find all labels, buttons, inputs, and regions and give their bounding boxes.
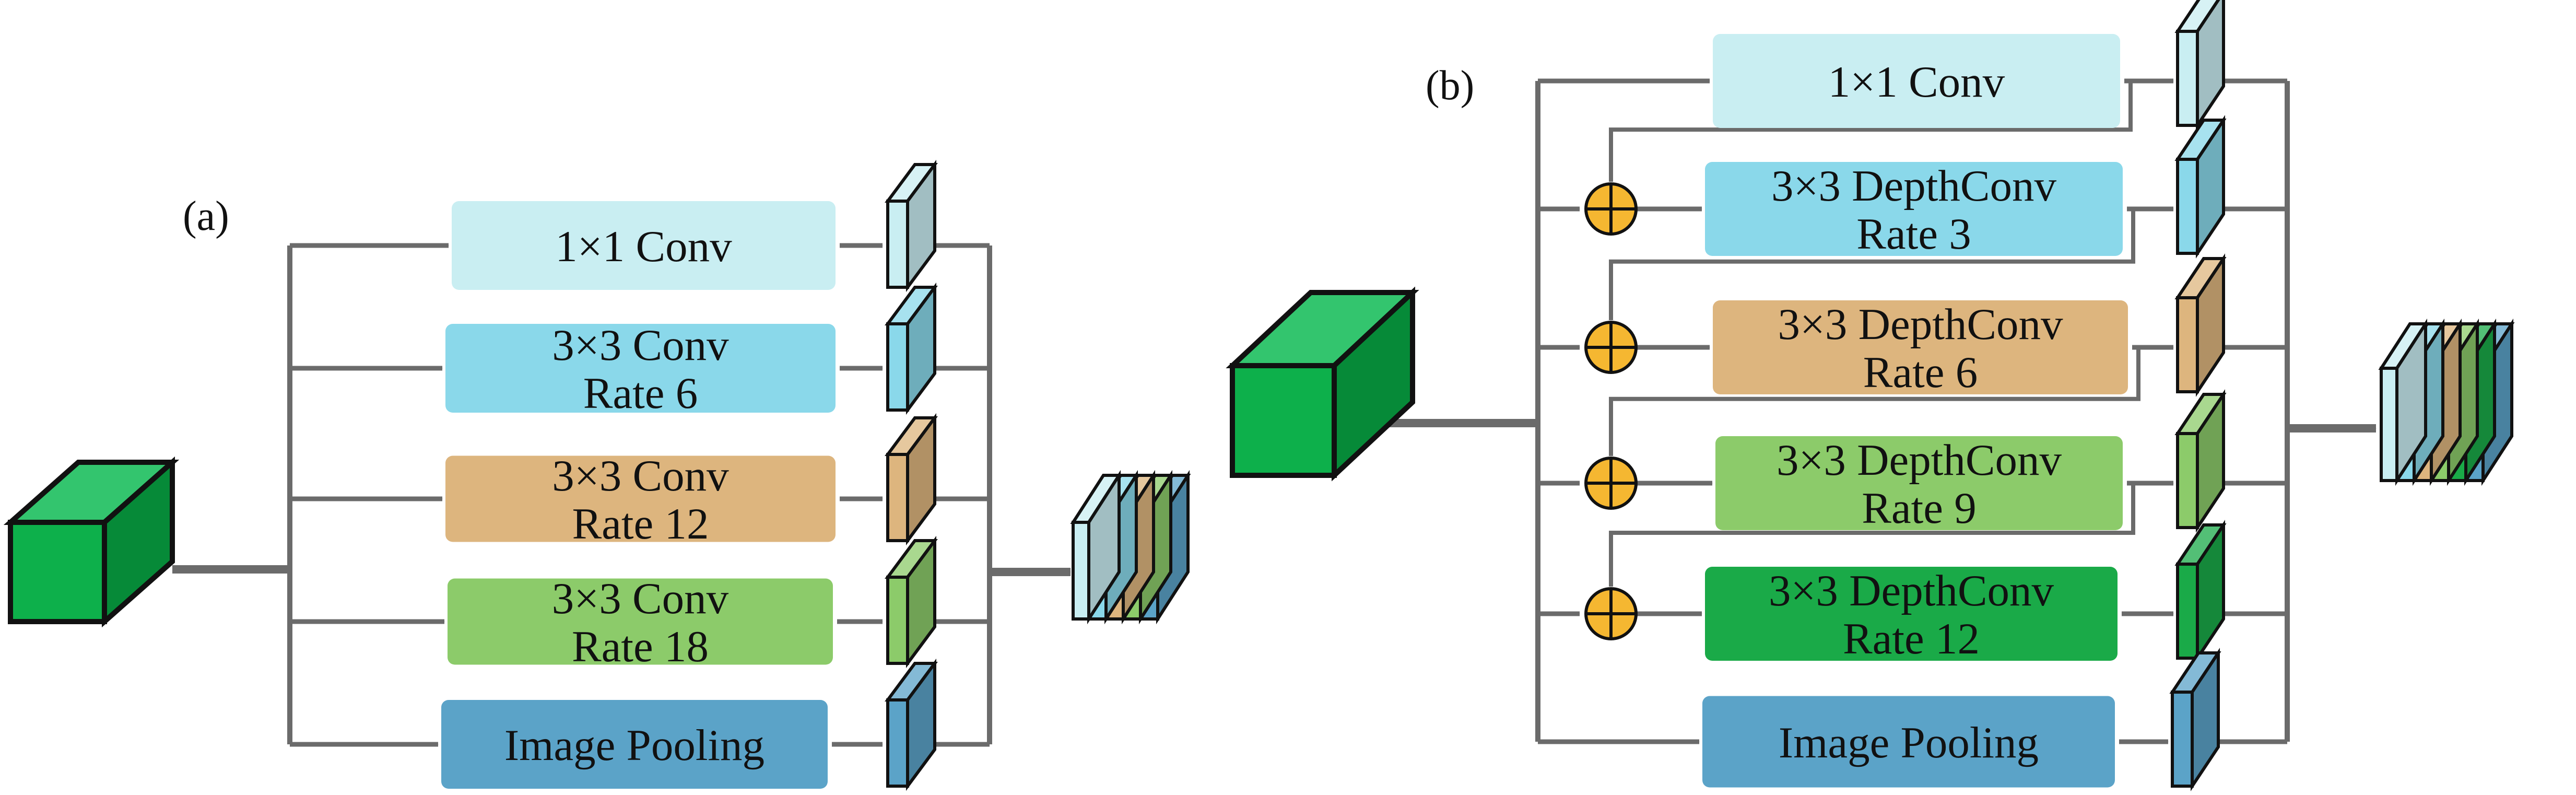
cascade-line-4 (1609, 483, 2135, 587)
branch-block-b-5-line-1: 3×3 DepthConv (1769, 566, 2054, 615)
branch-block-b-6-line-1: Image Pooling (1779, 718, 2039, 767)
feature-map-a-2 (885, 282, 938, 415)
branch-block-b-3-line-1: 3×3 DepthConv (1778, 300, 2063, 349)
branch-block-b-1: 1×1 Conv (1713, 34, 2120, 128)
feature-map-b-6 (2169, 648, 2221, 791)
branch-block-b-2-line-1: 3×3 DepthConv (1771, 161, 2057, 211)
branch-block-a-2-line-1: 3×3 Conv (552, 321, 729, 370)
branch-block-a-4-line-2: Rate 18 (572, 622, 709, 671)
feature-map-b-5 (2174, 520, 2227, 663)
add-node-2 (1584, 182, 1638, 236)
branch-block-b-4-line-1: 3×3 DepthConv (1777, 436, 2062, 485)
branch-block-a-5: Image Pooling (441, 700, 828, 789)
concat-stack-b (2378, 318, 2515, 486)
panel-b-label: (b) (1426, 63, 1474, 109)
feature-map-a-4 (885, 535, 938, 669)
cascade-line-2 (1609, 209, 2135, 321)
branch-block-b-2-line-2: Rate 3 (1856, 209, 1971, 259)
branch-block-b-3-line-2: Rate 6 (1863, 348, 1978, 397)
branch-block-a-1-line-1: 1×1 Conv (555, 222, 732, 271)
branch-block-a-3-line-2: Rate 12 (572, 499, 709, 548)
branch-block-a-3-line-1: 3×3 Conv (552, 451, 729, 500)
feature-map-a-5 (885, 658, 938, 791)
feature-map-a-3 (885, 413, 938, 546)
input-feature-map-b (1226, 286, 1419, 482)
branch-block-a-5-line-1: Image Pooling (504, 721, 764, 770)
branch-block-a-4-line-1: 3×3 Conv (552, 574, 729, 623)
connector-lines (172, 78, 2377, 747)
feature-map-b-3 (2174, 253, 2227, 397)
feature-map-a-1 (885, 159, 938, 293)
branch-block-b-6: Image Pooling (1702, 696, 2115, 788)
branch-block-b-5-line-2: Rate 12 (1843, 614, 1980, 663)
concat-stack-a (1070, 470, 1191, 625)
feature-map-b-2 (2174, 115, 2227, 259)
cascade-line-1 (1609, 81, 2133, 182)
add-node-5 (1584, 587, 1638, 640)
branch-block-b-4-line-2: Rate 9 (1862, 484, 1977, 533)
cascade-line-3 (1609, 347, 2140, 457)
branch-block-b-1-line-1: 1×1 Conv (1828, 57, 2005, 107)
input-feature-map-a (3, 456, 180, 628)
branch-block-a-1: 1×1 Conv (452, 201, 836, 290)
feature-map-b-1 (2174, 0, 2225, 131)
add-node-3 (1584, 321, 1638, 374)
feature-map-b-4 (2174, 389, 2227, 533)
add-node-4 (1584, 457, 1638, 510)
branch-block-a-2-line-2: Rate 6 (583, 369, 698, 418)
panel-a-label: (a) (183, 193, 229, 239)
